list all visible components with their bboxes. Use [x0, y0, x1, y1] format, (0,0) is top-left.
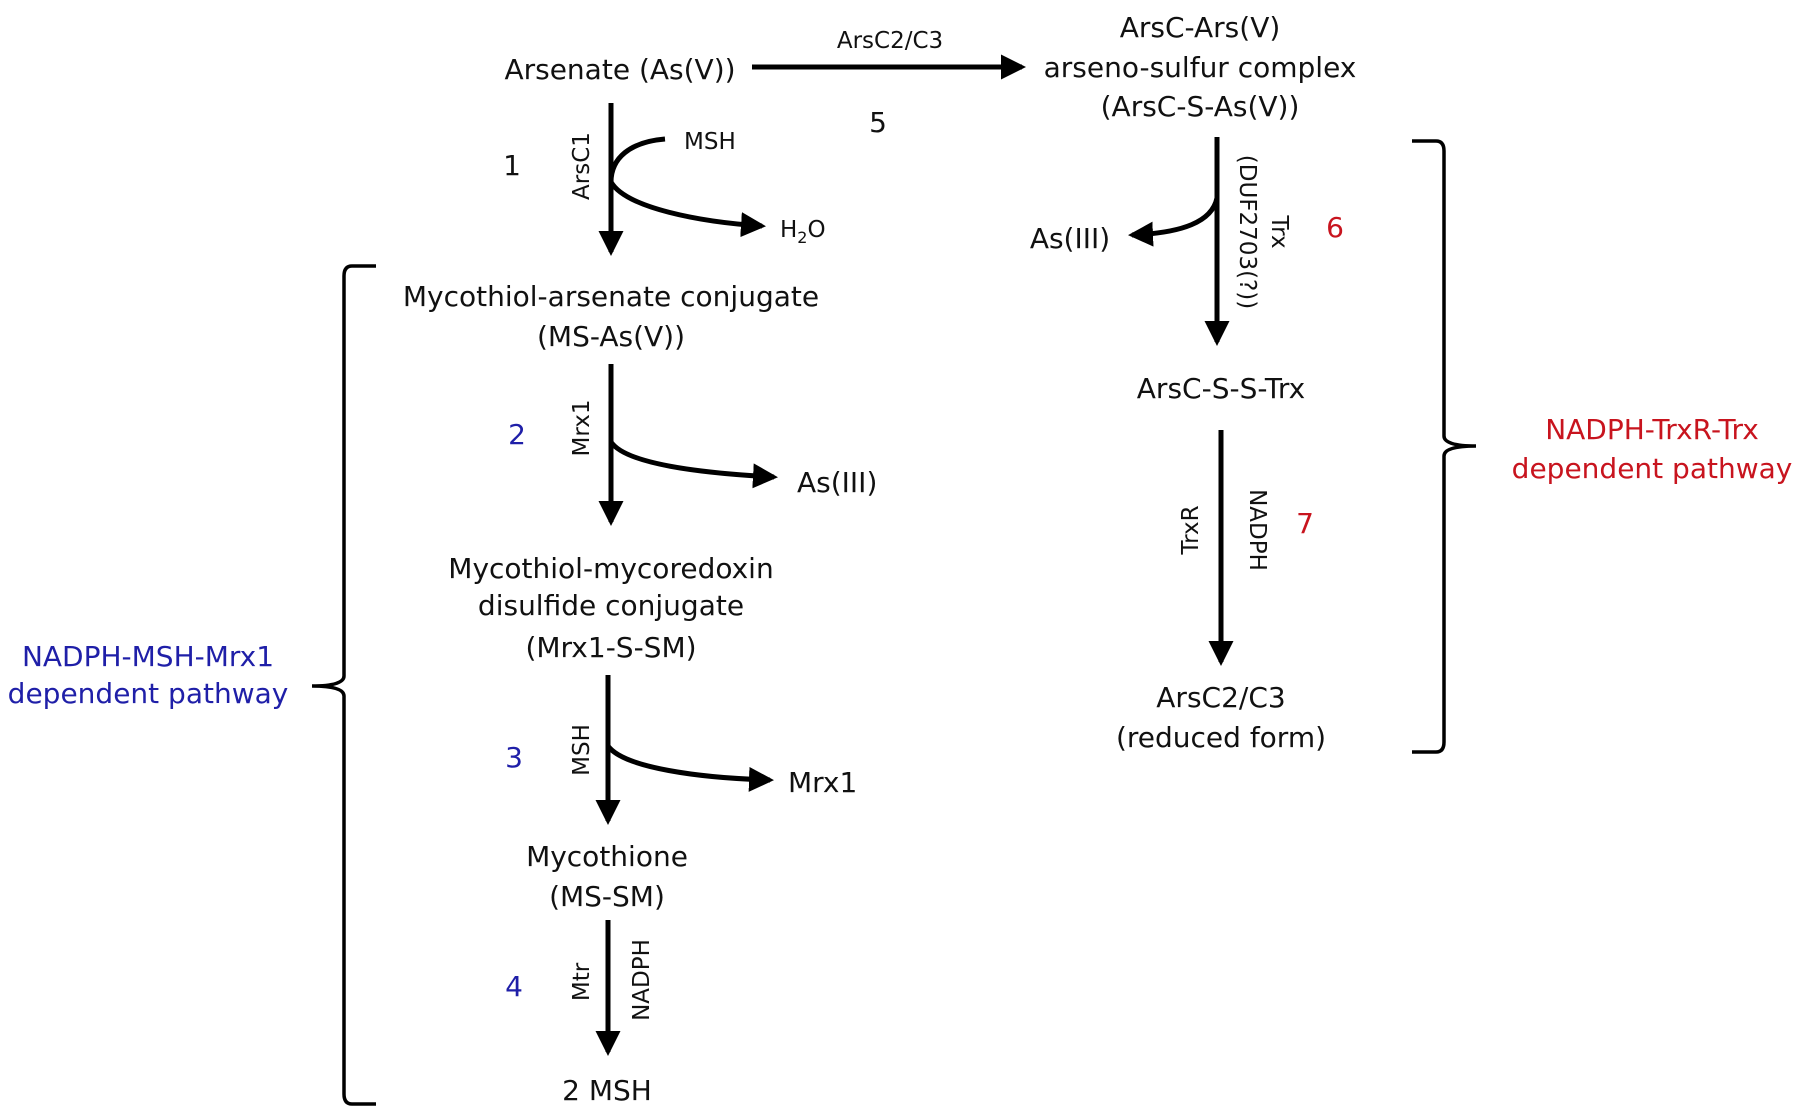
label-h2o-product: H2O — [780, 217, 826, 247]
node-arsc-complex-line2: arseno-sulfur complex — [1044, 51, 1357, 84]
label-arsc2-c3-enzyme: ArsC2/C3 — [837, 28, 943, 54]
step-number-6: 6 — [1326, 211, 1344, 244]
label-trx-enzyme: Trx — [1266, 214, 1292, 248]
label-as3-product-right: As(III) — [1030, 222, 1110, 255]
arrow-as3-out — [608, 440, 778, 489]
node-arsc-complex-line3: (ArsC-S-As(V)) — [1101, 90, 1300, 123]
arrow-h2o-out — [608, 180, 766, 238]
step-number-5: 5 — [869, 106, 887, 139]
node-arsc-s-s-trx: ArsC-S-S-Trx — [1137, 372, 1305, 405]
step-number-1: 1 — [503, 149, 521, 182]
step-number-7: 7 — [1296, 507, 1314, 540]
node-arsc-complex-line1: ArsC-Ars(V) — [1120, 11, 1281, 44]
node-ms-as-line2: (MS-As(V)) — [537, 320, 685, 353]
step-number-4: 4 — [505, 970, 523, 1003]
pathway-label-trx-line1: NADPH-TrxR-Trx — [1545, 413, 1759, 446]
node-ms-as-line1: Mycothiol-arsenate conjugate — [403, 280, 819, 313]
arrow-as3-out-right — [1128, 197, 1220, 247]
pathway-label-msh-line1: NADPH-MSH-Mrx1 — [22, 640, 274, 673]
node-reduced-line2: (reduced form) — [1116, 721, 1326, 754]
step-number-3: 3 — [505, 741, 523, 774]
label-mtr-enzyme: Mtr — [569, 962, 595, 1001]
step-number-2: 2 — [508, 418, 526, 451]
arrow-mrx1-out — [605, 744, 774, 792]
bracket-msh-pathway — [311, 264, 376, 1106]
label-msh-enzyme: MSH — [569, 724, 595, 776]
node-arsenate: Arsenate (As(V)) — [504, 53, 735, 86]
node-two-msh: 2 MSH — [562, 1074, 652, 1107]
label-duf2703: (DUF2703(?)) — [1234, 155, 1260, 309]
label-trxr-enzyme: TrxR — [1178, 505, 1204, 555]
label-nadph-trxr: NADPH — [1244, 489, 1270, 571]
node-mrx1-ssm-line2: disulfide conjugate — [478, 589, 744, 622]
pathway-label-msh-line2: dependent pathway — [8, 677, 289, 710]
node-mrx1-ssm-line3: (Mrx1-S-SM) — [525, 631, 696, 664]
label-msh-cosubstrate: MSH — [684, 129, 736, 155]
label-as3-product-left: As(III) — [797, 466, 877, 499]
bracket-trx-pathway — [1412, 139, 1477, 754]
label-arsc1-enzyme: ArsC1 — [569, 132, 595, 200]
node-mycothione-line2: (MS-SM) — [549, 880, 665, 913]
pathway-label-trx-line2: dependent pathway — [1512, 452, 1793, 485]
label-nadph-mtr: NADPH — [629, 939, 655, 1021]
node-mrx1-ssm-line1: Mycothiol-mycoredoxin — [448, 552, 773, 585]
label-mrx1-enzyme: Mrx1 — [569, 400, 595, 457]
node-mycothione-line1: Mycothione — [526, 840, 688, 873]
label-mrx1-product: Mrx1 — [788, 766, 857, 799]
node-reduced-line1: ArsC2/C3 — [1156, 681, 1285, 714]
curve-msh-in — [608, 136, 666, 183]
